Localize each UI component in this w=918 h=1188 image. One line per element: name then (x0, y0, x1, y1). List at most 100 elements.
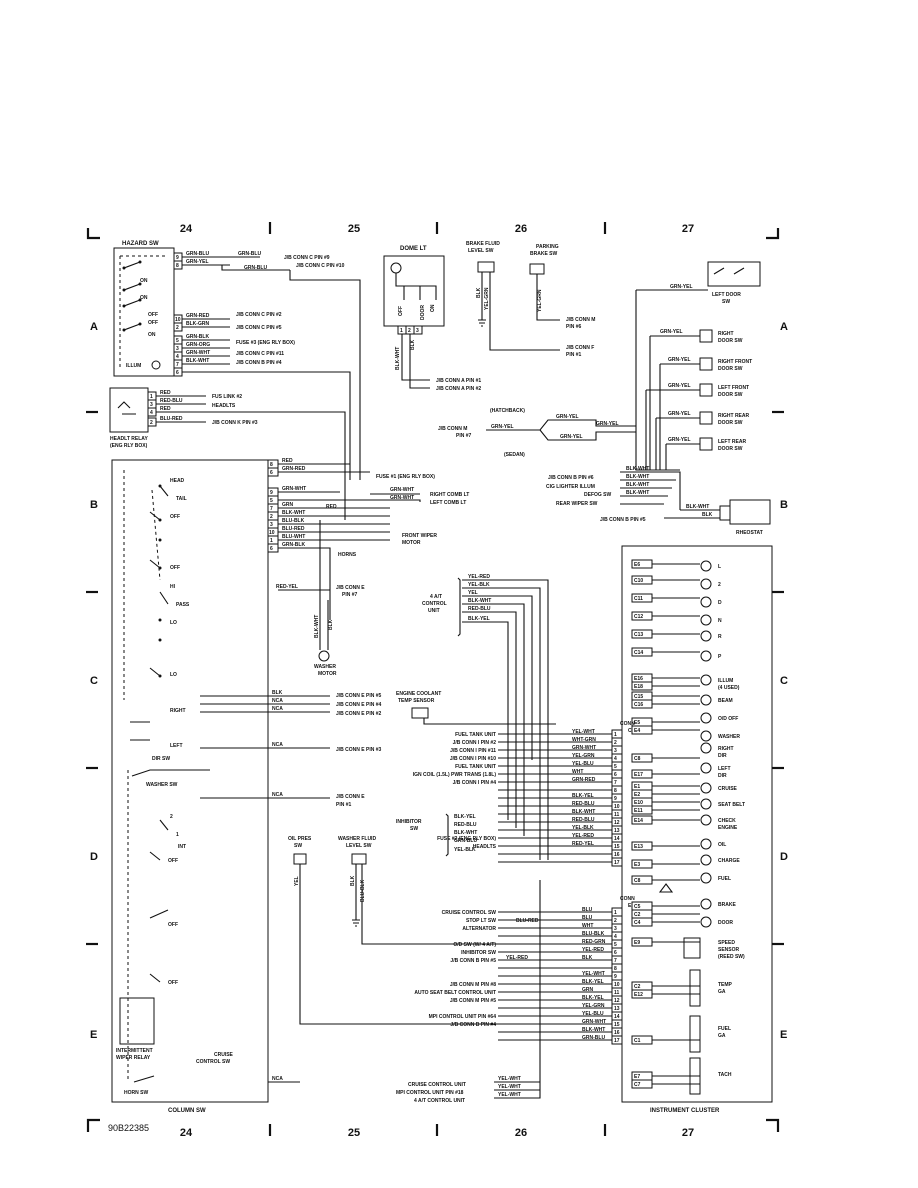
jb-target: FUS LINK #2 (212, 394, 242, 400)
svg-text:BLU-RED: BLU-RED (160, 416, 183, 422)
svg-text:6: 6 (270, 546, 273, 552)
hazard-sw-link (119, 255, 168, 368)
cluster-indicator-label: TEMP (718, 982, 733, 988)
svg-text:YEL: YEL (468, 590, 478, 596)
svg-text:BLK-WHT: BLK-WHT (314, 615, 320, 638)
svg-text:DOOR SW: DOOR SW (718, 446, 743, 452)
conn-e-pin-number: 16 (614, 1030, 620, 1036)
svg-text:6: 6 (270, 470, 273, 476)
svg-text:GRN-BLU: GRN-BLU (454, 838, 477, 844)
cluster-indicator-label: SENSOR (718, 947, 740, 953)
pin-number: 7 (176, 362, 179, 368)
horn-switch-contact (133, 1075, 155, 1083)
hazard-on-label: ON (140, 278, 148, 284)
column-top-wires (278, 463, 390, 620)
hatchback-sedan-wiring (486, 419, 636, 441)
indicator-lamp-icon (700, 872, 712, 884)
svg-text:GRN-YEL: GRN-YEL (596, 421, 619, 427)
indicator-lamp-icon (700, 650, 712, 662)
indicator-lamp-icon (700, 782, 712, 794)
svg-text:NCA: NCA (272, 706, 283, 712)
hazard-on-label: ON (148, 332, 156, 338)
svg-text:4 A/T: 4 A/T (430, 594, 442, 600)
indicator-lamp-icon (700, 742, 712, 754)
conn-c-pin-number: 10 (614, 804, 620, 810)
wire-color: BLU (582, 907, 593, 913)
right-door-switch-icon (699, 329, 713, 343)
speed-sensor-icon (683, 937, 701, 959)
svg-text:RED-BLU: RED-BLU (468, 606, 491, 612)
frame (86, 222, 784, 1136)
svg-text:YEL-WHT: YEL-WHT (498, 1084, 521, 1090)
svg-text:8: 8 (270, 462, 273, 468)
wire-color: BLU (582, 915, 593, 921)
wire-color: BLK-YEL (572, 793, 594, 799)
left-rear-door-switch-icon (699, 437, 713, 451)
headlt-relay-label: HEADLT RELAY (110, 436, 148, 442)
svg-text:LO: LO (170, 672, 177, 678)
cluster-tag-label: C2 (634, 912, 641, 918)
conn-c-pin-number: 4 (614, 756, 617, 762)
conn-c-pin-number: 15 (614, 844, 620, 850)
grid-row-label: B (780, 499, 788, 511)
intermittent-relay-box (119, 997, 155, 1045)
svg-text:RED: RED (282, 458, 293, 464)
cluster-indicator-label: BRAKE (718, 902, 736, 908)
jb-target: J/B CONN C PIN #11 (236, 351, 284, 357)
svg-text:DOOR SW: DOOR SW (718, 420, 743, 426)
jb-target: J/B CONN C PIN #5 (236, 325, 282, 331)
svg-text:4: 4 (150, 410, 153, 416)
svg-text:HEAD: HEAD (170, 478, 185, 484)
wire-color: RED-BLU (572, 801, 595, 807)
svg-text:MOTOR: MOTOR (402, 540, 421, 546)
svg-text:DEFOG SW: DEFOG SW (584, 492, 612, 498)
ground-icon (352, 919, 360, 927)
svg-text:FUSE #1 (ENG RLY BOX): FUSE #1 (ENG RLY BOX) (376, 474, 435, 480)
grid-col-label: 24 (180, 1127, 193, 1139)
svg-text:BLU-RED: BLU-RED (282, 526, 305, 532)
cluster-indicator-label: GA (718, 1033, 726, 1039)
svg-text:SW: SW (722, 299, 730, 305)
hazard-switch: HAZARD SW ON ON OFF OFF ON ILLUM (113, 241, 175, 377)
cluster-indicator-label: OIL (718, 842, 726, 848)
cluster-tag-label: C2 (634, 984, 641, 990)
svg-text:LEVEL SW: LEVEL SW (346, 843, 372, 849)
wire-color: BLK-WHT (572, 809, 595, 815)
cluster-tag-label: E16 (634, 676, 643, 682)
cluster-indicator-label: GA (718, 989, 726, 995)
column-top-pins: 8 6 9 5 7 2 3 10 1 6 RED GRN-RED GRN-WHT… (267, 458, 469, 620)
svg-text:YEL-BLK: YEL-BLK (468, 582, 490, 588)
svg-text:BLK: BLK (328, 619, 334, 630)
coolant-sensor-icon (411, 707, 429, 719)
conn-e-source: ALTERNATOR (462, 926, 496, 932)
jb-target: J/B CONN C PIN #10 (296, 263, 345, 269)
svg-text:ENGINE COOLANT: ENGINE COOLANT (396, 691, 441, 697)
svg-text:TAIL: TAIL (176, 496, 187, 502)
svg-text:J/B CONN B PIN #5: J/B CONN B PIN #5 (600, 517, 646, 523)
conn-e-source: O/D SW (W/ 4 A/T) (453, 942, 496, 948)
svg-text:GRN-YEL: GRN-YEL (668, 383, 691, 389)
pin-number: 3 (176, 346, 179, 352)
wire-color: GRN-BLU (186, 251, 209, 257)
conn-e-pin-number: 5 (614, 942, 617, 948)
cluster-tag-label: E12 (634, 992, 643, 998)
indicator-lamp-icon (700, 712, 712, 724)
grid-col-label: 27 (682, 1127, 694, 1139)
cluster-indicator-label: FUEL (718, 876, 731, 882)
svg-text:LEFT COMB LT: LEFT COMB LT (430, 500, 466, 506)
conn-e-pin-number: 9 (614, 974, 617, 980)
indicator-lamp-icon (700, 730, 712, 742)
svg-text:LO: LO (170, 620, 177, 626)
bottom-targets: CRUISE CONTROL UNIT YEL-WHT MPI CONTROL … (396, 880, 541, 1104)
svg-text:BLK: BLK (702, 512, 713, 518)
temp-gauge-icon (689, 969, 701, 1007)
wire-color: WHT (582, 923, 593, 929)
hazard-contacts (123, 261, 141, 331)
cluster-indicator-label: TACH (718, 1072, 732, 1078)
svg-text:2: 2 (408, 328, 411, 334)
cluster-tag-label: E2 (634, 792, 640, 798)
svg-text:YEL-WHT: YEL-WHT (498, 1092, 521, 1098)
conn-c-pin-number: 5 (614, 764, 617, 770)
svg-text:BLK: BLK (272, 690, 283, 696)
jb-target: J/B CONN K PIN #3 (212, 420, 258, 426)
